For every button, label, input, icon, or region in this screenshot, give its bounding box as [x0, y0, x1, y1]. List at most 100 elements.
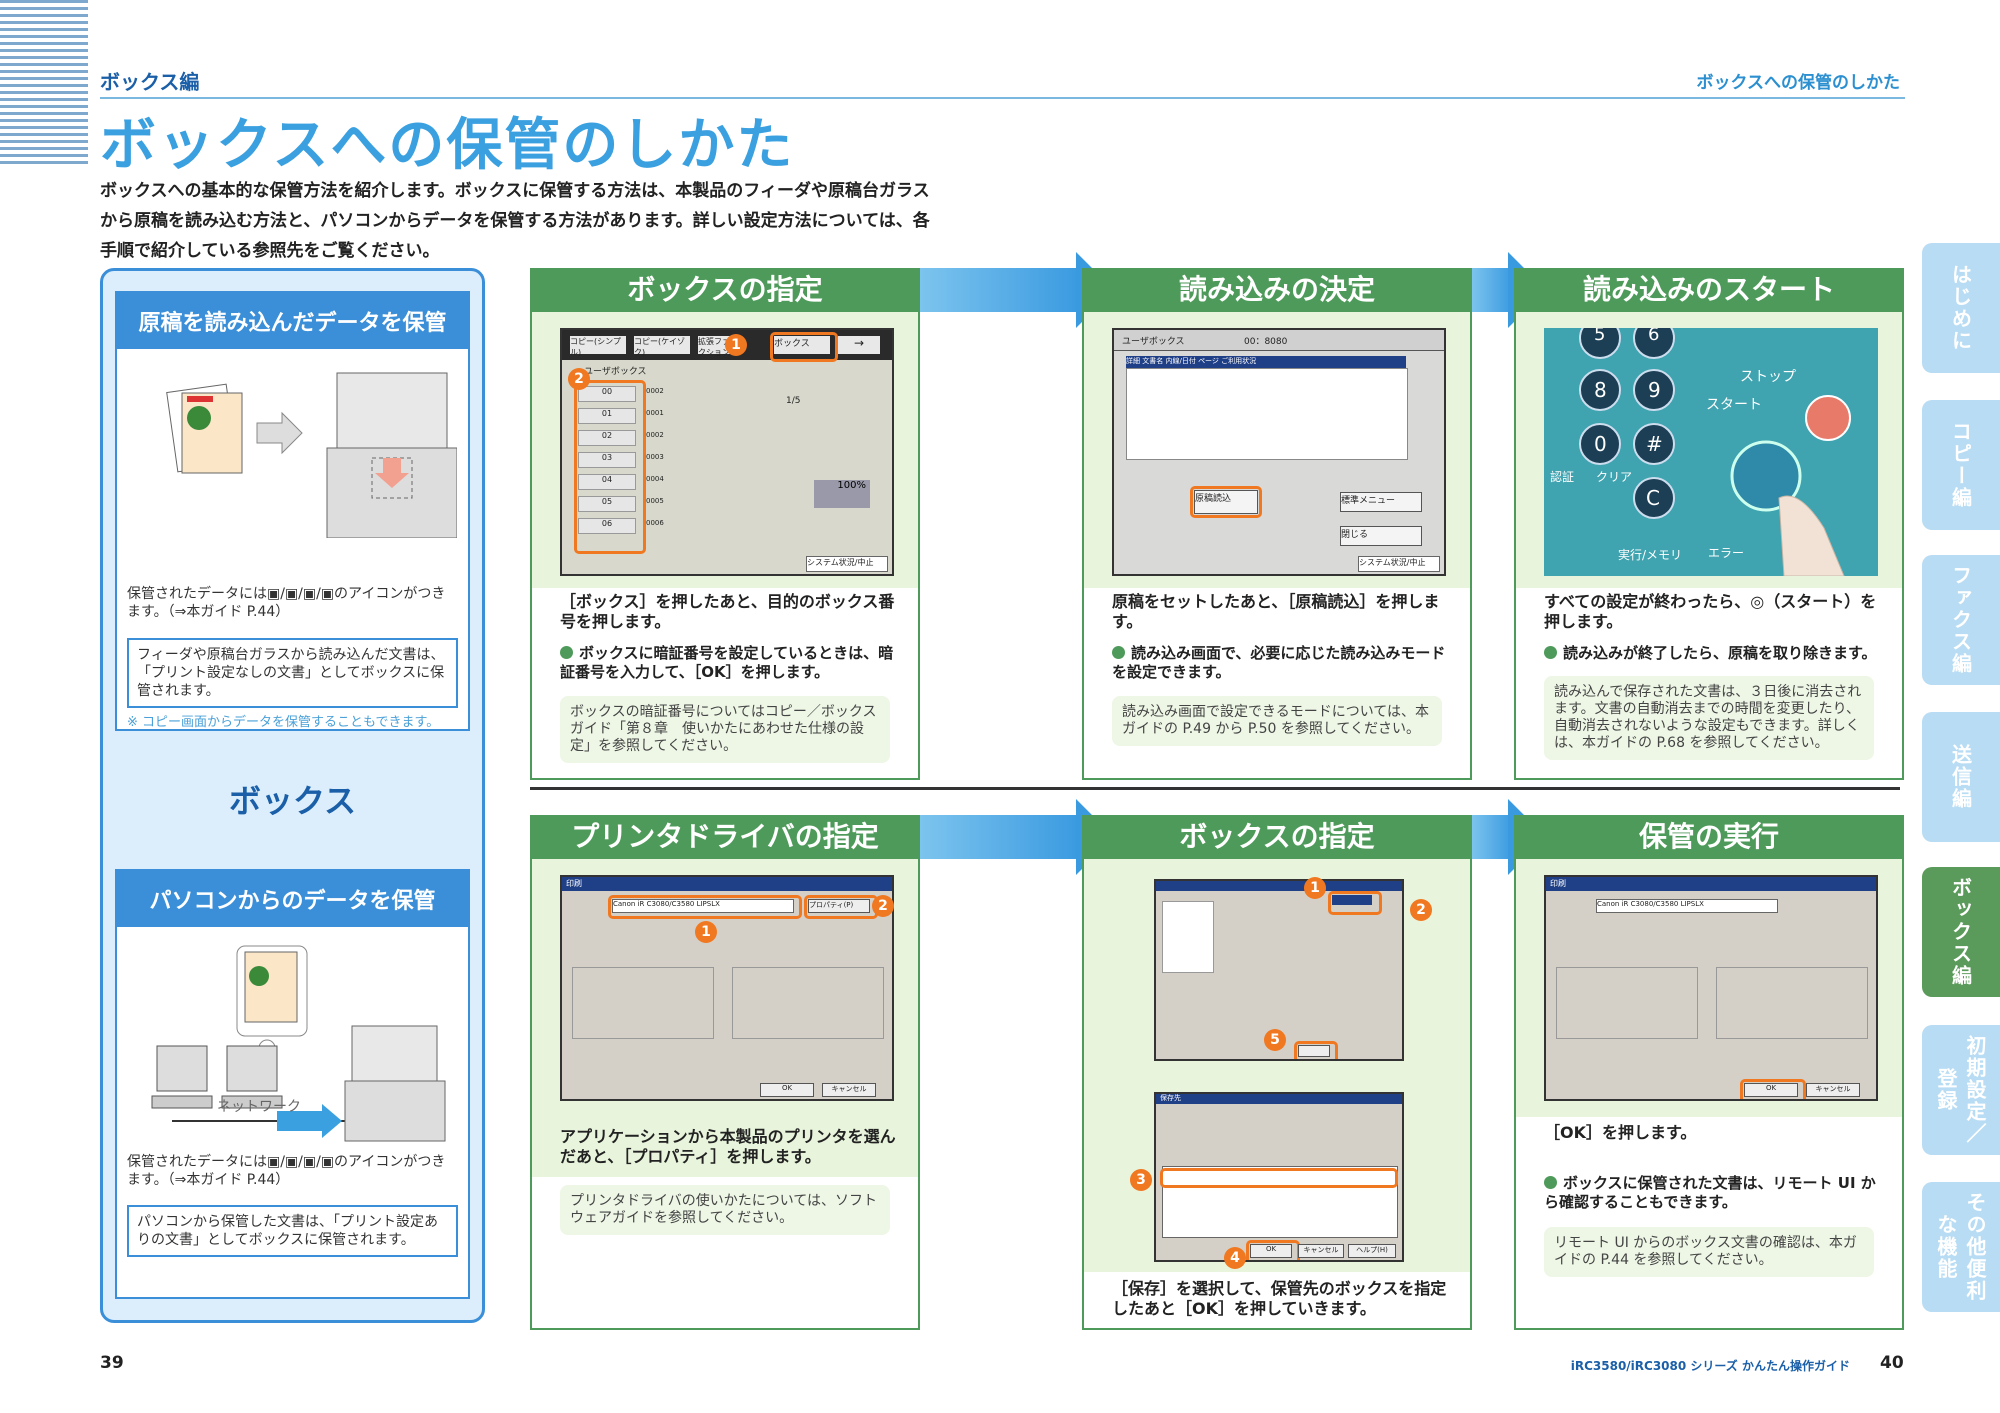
screen-time: 00：8080: [1244, 337, 1288, 347]
flow-arrow: [1472, 268, 1512, 312]
step-note: 読み込み画面で設定できるモードについては、本ガイドの P.49 から P.50 …: [1112, 696, 1442, 746]
tab-hajimeni[interactable]: はじめに: [1922, 243, 2000, 373]
key-hash[interactable]: #: [1646, 432, 1663, 456]
highlight-ok: [1740, 1079, 1806, 1099]
step-bottom-2: ボックスの指定 1 2 5 保存先 OK キャンセル ヘルプ(H) 3 4 ［保…: [1082, 815, 1472, 1330]
ok-button[interactable]: OK: [1744, 1083, 1798, 1097]
box-list[interactable]: [1162, 1166, 1398, 1238]
key-0[interactable]: 0: [1594, 432, 1607, 456]
highlight-output: [1328, 891, 1382, 915]
box-label: ボックス: [228, 782, 357, 820]
tab-copy[interactable]: コピー編: [1922, 400, 2000, 530]
box-name: 0001: [646, 409, 664, 417]
badge-1: 1: [695, 921, 717, 943]
bullet-icon: [560, 646, 573, 659]
key-9[interactable]: 9: [1648, 378, 1661, 402]
highlight-box-row: [1160, 1168, 1398, 1188]
cancel-button[interactable]: キャンセル: [1298, 1244, 1344, 1258]
help-button[interactable]: ヘルプ(H): [1348, 1244, 1396, 1258]
step-desc: アプリケーションから本製品のプリンタを選んだあと、［プロパティ］を押します。: [560, 1127, 896, 1166]
box-name: 0003: [646, 453, 664, 461]
scan-note: フィーダや原稿台ガラスから読み込んだ文書は、「プリント設定なしの文書」としてボッ…: [127, 638, 458, 708]
ok-button[interactable]: [1298, 1045, 1330, 1057]
printer-select[interactable]: Canon iR C3080/C3580 LIPSLX: [612, 899, 794, 913]
left-panel: 原稿を読み込んだデータを保管 保管されたデータには▣/▣/▣/▣のアイコンがつき…: [100, 268, 485, 1323]
screen-header: ユーザボックス: [1122, 337, 1185, 347]
start-label: スタート: [1706, 397, 1762, 413]
step-top-3: 読み込みのスタート 5 6 8 9 0 # C ストップ スタート 認証 クリア…: [1514, 268, 1904, 780]
screen-header: ユーザボックス: [584, 367, 647, 377]
next-arrow-button[interactable]: →: [838, 336, 880, 354]
dialog-title: 印刷: [1550, 879, 1566, 888]
step-title: プリンタドライバの指定: [530, 815, 920, 859]
ok-button[interactable]: OK: [760, 1083, 814, 1097]
key-clear[interactable]: C: [1646, 486, 1660, 510]
key-6[interactable]: 6: [1648, 328, 1660, 345]
step-bullet: ボックスに暗証番号を設定しているときは、暗証番号を入力して、［OK］を押します。: [560, 644, 894, 681]
box-row[interactable]: 05: [578, 496, 636, 512]
cancel-button[interactable]: キャンセル: [822, 1083, 876, 1097]
step-bullet: 読み込みが終了したら、原稿を取り除きます。: [1544, 644, 1884, 663]
system-status-button[interactable]: システム状況/中止: [806, 556, 888, 572]
step-note: プリンタドライバの使いかたについては、ソフトウェアガイドを参照してください。: [560, 1185, 890, 1235]
flow-arrow: [920, 815, 1080, 859]
step-desc: 原稿をセットしたあと、［原稿読込］を押します。: [1112, 592, 1440, 631]
tab-copy-simple[interactable]: コピー(シンプル): [570, 336, 626, 357]
key-8[interactable]: 8: [1594, 378, 1607, 402]
pc-icons-text: 保管されたデータには▣/▣/▣/▣のアイコンがつきます。（⇒本ガイド P.44）: [127, 1154, 446, 1188]
scan-title: 原稿を読み込んだデータを保管: [117, 293, 468, 349]
step-note: ボックスの暗証番号についてはコピー／ボックスガイド「第８章 使いかたにあわせた仕…: [560, 696, 890, 763]
highlight-ok: [1294, 1041, 1338, 1059]
step-title: 読み込みのスタート: [1514, 268, 1904, 312]
output-select[interactable]: [1332, 895, 1372, 905]
box-row[interactable]: 00: [578, 386, 636, 402]
bullet-icon: [1112, 646, 1125, 659]
tab-other[interactable]: その他便利な機能: [1922, 1182, 2000, 1312]
intro-text: ボックスへの基本的な保管方法を紹介します。ボックスに保管する方法は、本製品のフィ…: [100, 181, 930, 261]
tab-copy-continuous[interactable]: コピー(ケイゾク): [634, 336, 690, 357]
document-list[interactable]: [1126, 368, 1408, 460]
page-title: ボックスへの保管のしかた: [100, 113, 795, 178]
page-header-title: ボックスへの保管のしかた: [1696, 73, 1901, 93]
scan-button[interactable]: 原稿読込: [1194, 490, 1258, 514]
step-top-1: ボックスの指定 コピー(シンプル) コピー(ケイゾク) 拡張ファンクション ボッ…: [530, 268, 920, 780]
tab-box[interactable]: ボックス編: [1922, 867, 2000, 997]
clear-label: クリア: [1596, 470, 1633, 484]
screen-scan: ユーザボックス 00：8080 詳細 文書名 内線/日付 ページ ご利用状況 原…: [1112, 328, 1446, 576]
highlight-save-ok: [1246, 1240, 1300, 1260]
printer-select[interactable]: Canon iR C3080/C3580 LIPSLX: [1596, 899, 1778, 913]
system-status-button[interactable]: システム状況/中止: [1358, 556, 1440, 572]
network-label: ネットワーク: [217, 1099, 301, 1115]
tab-box[interactable]: ボックス: [774, 336, 830, 354]
box-row[interactable]: 01: [578, 408, 636, 424]
scan-ref: ※ コピー画面からデータを保管することもできます。: [127, 715, 440, 730]
ok-button[interactable]: OK: [1250, 1244, 1292, 1258]
tab-send[interactable]: 送信編: [1922, 712, 2000, 842]
bullet-icon: [1544, 646, 1557, 659]
highlight-scan: [1190, 486, 1262, 518]
pc-title: パソコンからのデータを保管: [117, 871, 468, 927]
standard-menu-button[interactable]: 標準メニュー: [1340, 492, 1422, 512]
step-desc: ［ボックス］を押したあと、目的のボックス番号を押します。: [560, 592, 895, 631]
dialog-title: 保存先: [1160, 1094, 1181, 1102]
badge-2: 2: [568, 368, 590, 390]
properties-button[interactable]: プロパティ(P): [808, 899, 870, 913]
tab-settings[interactable]: 初期設定／登録: [1922, 1025, 2000, 1155]
row-separator: [530, 787, 1900, 790]
key-5[interactable]: 5: [1594, 328, 1606, 345]
tab-fax[interactable]: ファクス編: [1922, 555, 2000, 685]
box-row[interactable]: 03: [578, 452, 636, 468]
cancel-button[interactable]: キャンセル: [1806, 1083, 1860, 1097]
keypad-photo: 5 6 8 9 0 # C ストップ スタート 認証 クリア 実行/メモリ エラ…: [1544, 328, 1878, 576]
box-row[interactable]: 04: [578, 474, 636, 490]
page-number-left: 39: [100, 1353, 124, 1373]
decorative-stripes: [0, 0, 88, 165]
box-row[interactable]: 06: [578, 518, 636, 534]
box-row[interactable]: 02: [578, 430, 636, 446]
highlight-printer: [608, 895, 802, 919]
close-button[interactable]: 閉じる: [1340, 526, 1422, 546]
footer-series: iRC3580/iRC3080 シリーズ かんたん操作ガイド: [1570, 1359, 1850, 1373]
step-top-2: 読み込みの決定 ユーザボックス 00：8080 詳細 文書名 内線/日付 ページ…: [1082, 268, 1472, 780]
badge-1: 1: [1304, 877, 1326, 899]
stop-label: ストップ: [1740, 369, 1796, 385]
